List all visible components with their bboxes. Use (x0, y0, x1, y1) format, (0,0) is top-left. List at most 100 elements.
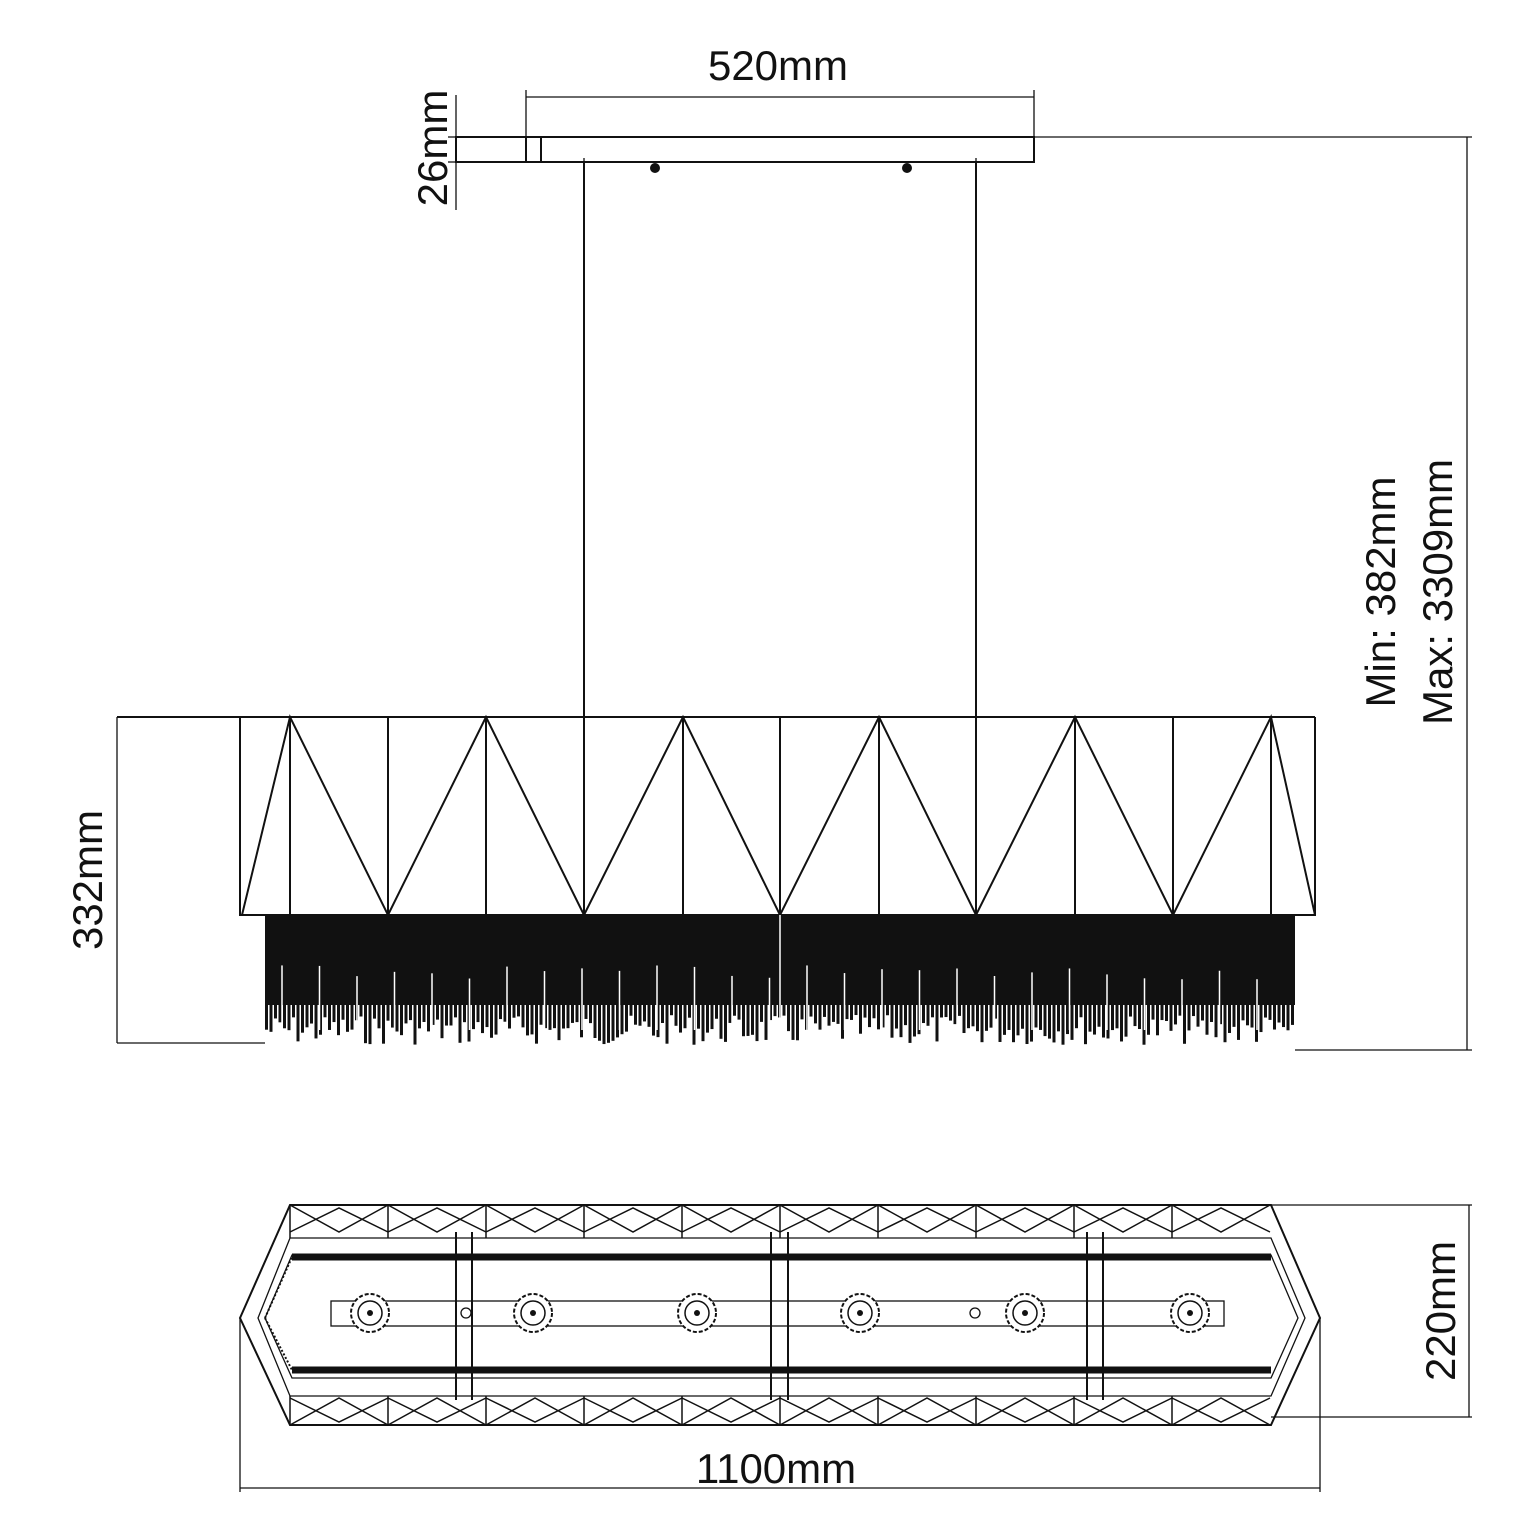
crystal-drop (962, 1000, 966, 1034)
crystal-drop (278, 1000, 282, 1023)
crystal-drop (1048, 1000, 1051, 1039)
crystal-drop (1034, 1000, 1038, 1028)
crystal-drop (1039, 1000, 1042, 1030)
crystal-drop (742, 1000, 745, 1037)
crystal-facet-bottom (485, 1397, 585, 1423)
crystal-facet-top (485, 1207, 585, 1233)
crystal-drop (1133, 1000, 1137, 1027)
crystal-drop (332, 1000, 336, 1023)
crystal-facet-bottom (877, 1397, 977, 1423)
crystal-drop (382, 1000, 385, 1044)
crystal-drop (638, 1000, 642, 1026)
crystal-facet-bottom (1171, 1397, 1271, 1426)
crystal-drop (503, 1000, 507, 1022)
crystal-facet-bottom (583, 1397, 683, 1426)
crystal-drop (832, 1000, 835, 1022)
crystal-drop (809, 1000, 813, 1017)
crystal-drop (512, 1000, 516, 1018)
crystal-drop (413, 1000, 417, 1045)
crystal-drop (625, 1000, 628, 1032)
crystal-drop (634, 1000, 637, 1025)
length-dimension: 1100mm (239, 1318, 1321, 1492)
crystal-drop (944, 1000, 948, 1018)
depth-label: 220mm (1417, 1241, 1464, 1381)
crystal-facet-bottom (1073, 1397, 1173, 1426)
crystal-drop (899, 1000, 903, 1038)
crystal-drop (796, 1000, 799, 1041)
crystal-drop (1151, 1000, 1155, 1020)
crystal-drop (737, 1000, 741, 1020)
crystal-facet-top (387, 1204, 487, 1233)
crystal-drop (305, 1000, 309, 1028)
crystal-drop (584, 1000, 588, 1019)
crystal-drop (1201, 1000, 1204, 1021)
crystal-drop (476, 1000, 480, 1023)
crystal-drop (890, 1000, 894, 1038)
crystal-drop (400, 1000, 403, 1036)
crystal-drop (269, 1000, 273, 1032)
crystal-drop (1129, 1000, 1132, 1017)
crystal-drop (337, 1000, 340, 1036)
crystal-drop (310, 1000, 313, 1024)
chandelier-body-side (117, 714, 1316, 1045)
crystal-drop (1187, 1000, 1191, 1031)
lamp-center (857, 1310, 863, 1316)
crystal-drop (1160, 1000, 1164, 1021)
crystal-drop (1012, 1000, 1015, 1043)
crystal-drop (1057, 1000, 1060, 1032)
crystal-drop (1291, 1000, 1294, 1025)
crystal-drop (1097, 1000, 1101, 1027)
crystal-drop (598, 1000, 601, 1041)
crystal-drop (787, 1000, 790, 1032)
crystal-facet-bottom (1073, 1397, 1173, 1423)
crystal-drop (1124, 1000, 1128, 1037)
crystal-drop (710, 1000, 714, 1030)
crystal-drop (1093, 1000, 1096, 1035)
crystal-facet-bottom (681, 1397, 781, 1426)
crystal-drop (566, 1000, 570, 1029)
lamp-center (1187, 1310, 1193, 1316)
min-drop-label: Min: 382mm (1357, 476, 1404, 707)
crystal-drop (1016, 1000, 1020, 1036)
crystal-drop (863, 1000, 867, 1018)
crystal-drop (548, 1000, 552, 1030)
crystal-drop (1070, 1000, 1074, 1040)
crystal-drop (1075, 1000, 1078, 1029)
crystal-drop (859, 1000, 862, 1034)
crystal-drop (341, 1000, 345, 1020)
crystal-drop (526, 1000, 529, 1036)
crystal-drop (953, 1000, 957, 1025)
crystal-drop (1273, 1000, 1276, 1030)
crystal-drop (706, 1000, 709, 1033)
crystal-drop (1115, 1000, 1119, 1029)
crystal-drop (427, 1000, 430, 1032)
crystal-drop (908, 1000, 912, 1043)
crystal-drop (301, 1000, 304, 1033)
crystal-facet-bottom (779, 1397, 879, 1426)
crystal-drop (620, 1000, 624, 1035)
crystal-drop (1111, 1000, 1114, 1031)
crystal-drop (976, 1000, 979, 1032)
crystal-drop (535, 1000, 538, 1044)
crystal-drop (652, 1000, 655, 1036)
crystal-drop (386, 1000, 390, 1021)
crystal-drop (1106, 1000, 1110, 1039)
crystal-drop (854, 1000, 858, 1016)
crystal-drop (836, 1000, 840, 1024)
crystal-facet-top (1171, 1207, 1271, 1233)
crystal-drop (733, 1000, 736, 1016)
crystal-drop (323, 1000, 327, 1018)
crystal-drop (800, 1000, 804, 1020)
crystal-drop (670, 1000, 673, 1016)
crystal-facet-top (877, 1204, 977, 1233)
crystal-drop (346, 1000, 349, 1032)
crystal-drop (1066, 1000, 1069, 1035)
crystal-drop (895, 1000, 898, 1029)
crystal-drop (958, 1000, 961, 1016)
crystal-drop (683, 1000, 687, 1029)
crystal-drop (589, 1000, 592, 1024)
crystal-facet-top (975, 1204, 1075, 1233)
crystal-drop (1228, 1000, 1231, 1033)
crystal-drop (359, 1000, 363, 1017)
